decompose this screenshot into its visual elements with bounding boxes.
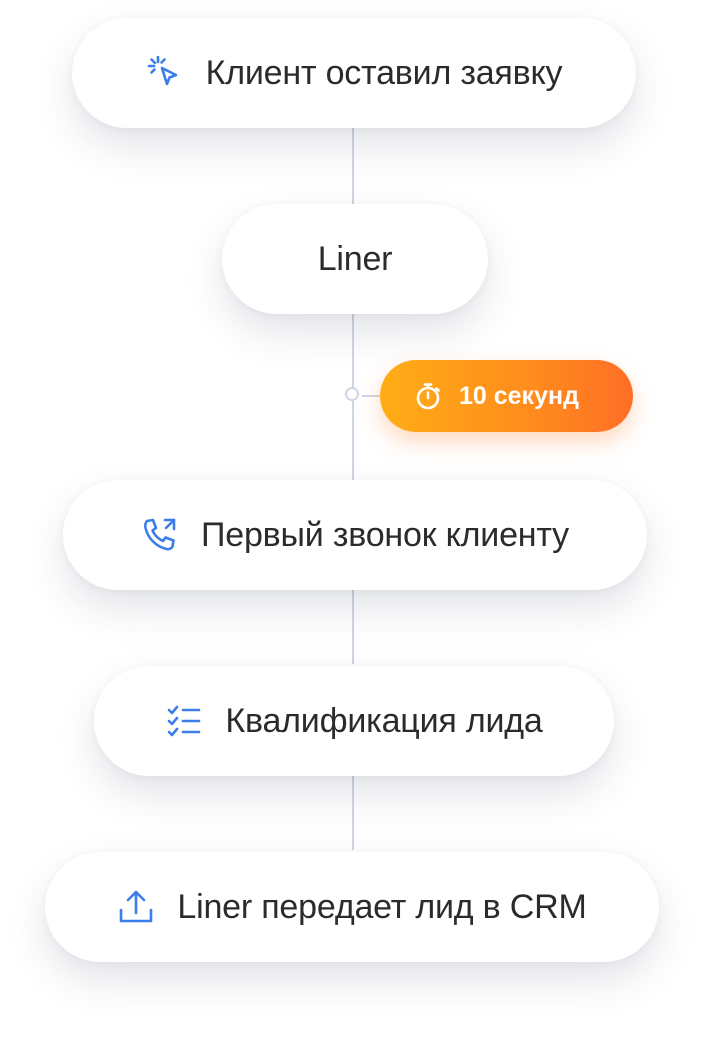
phone-call-icon (141, 516, 179, 554)
cursor-click-icon (146, 54, 184, 92)
stopwatch-icon (413, 381, 443, 411)
step-label: Квалификация лида (225, 701, 543, 740)
upload-icon (117, 888, 155, 926)
step-label: Liner передает лид в CRM (177, 887, 587, 926)
checklist-icon (165, 702, 203, 740)
step-label: Liner (317, 239, 393, 278)
timer-badge: 10 секунд (380, 360, 633, 432)
timer-branch-line (362, 395, 382, 397)
step-label: Первый звонок клиенту (201, 515, 569, 554)
connector-line-3 (352, 590, 354, 664)
step-label: Клиент оставил заявку (205, 53, 563, 92)
step-client-request: Клиент оставил заявку (72, 18, 636, 128)
step-liner: Liner (222, 204, 488, 314)
connector-line-1 (352, 128, 354, 204)
timer-label: 10 секунд (459, 381, 579, 410)
timer-branch-node (345, 387, 359, 401)
step-first-call: Первый звонок клиенту (63, 480, 647, 590)
step-lead-qualification: Квалификация лида (94, 666, 614, 776)
connector-line-4 (352, 776, 354, 850)
step-transfer-to-crm: Liner передает лид в CRM (45, 852, 659, 962)
